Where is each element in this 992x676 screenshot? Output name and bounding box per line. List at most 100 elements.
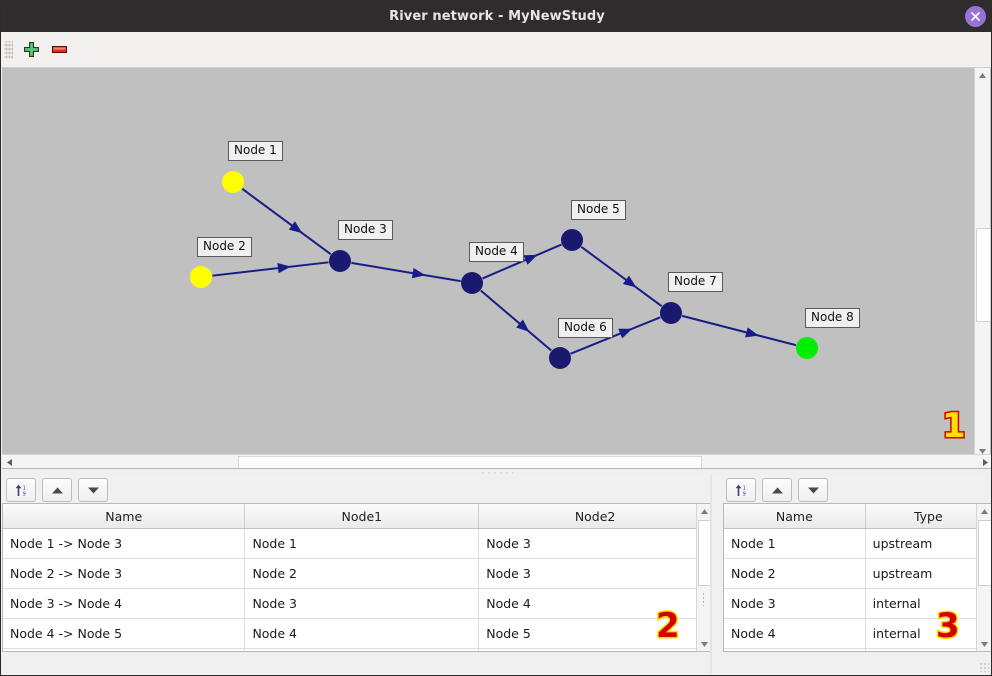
graph-node-label[interactable]: Node 5 [571, 200, 626, 220]
table-cell[interactable]: internal [865, 588, 991, 619]
table-cell[interactable]: Node 2 -> Node 3 [3, 558, 246, 589]
resize-grip-icon[interactable] [979, 662, 989, 672]
main-toolbar [1, 32, 991, 68]
sort-button[interactable]: 1 9 [6, 478, 36, 502]
graph-edge-arrow-icon [745, 327, 759, 338]
table-cell[interactable]: Node 5 [478, 618, 712, 649]
scroll-left-icon[interactable] [2, 455, 16, 470]
table-cell[interactable]: Node 1 -> Node 3 [3, 528, 246, 559]
move-down-button[interactable] [798, 478, 828, 502]
table-cell-empty [244, 648, 480, 651]
graph-node-label[interactable]: Node 8 [805, 308, 860, 328]
graph-node-label[interactable]: Node 4 [469, 242, 524, 262]
nodes-table-scroll-thumb[interactable] [978, 520, 991, 586]
window-title: River network - MyNewStudy [389, 9, 605, 24]
edges-table-scrollbar[interactable] [696, 504, 712, 651]
move-up-button[interactable] [762, 478, 792, 502]
table-cell[interactable]: Node 4 [244, 618, 480, 649]
scroll-down-icon[interactable] [697, 637, 712, 651]
graph-node[interactable] [549, 347, 571, 369]
graph-node[interactable] [796, 337, 818, 359]
graph-edge[interactable] [212, 261, 329, 277]
table-cell[interactable]: Node 2 [724, 558, 866, 589]
scroll-up-icon[interactable] [977, 504, 991, 518]
svg-text:1: 1 [22, 485, 25, 491]
edges-table-scroll-thumb[interactable] [698, 520, 712, 586]
table-filler-row [3, 648, 712, 651]
canvas-horizontal-scrollbar[interactable] [2, 454, 991, 471]
graph-node[interactable] [660, 302, 682, 324]
scroll-right-icon[interactable] [978, 455, 991, 470]
table-cell[interactable]: Node 3 [478, 558, 712, 589]
graph-node-label[interactable]: Node 2 [197, 237, 252, 257]
table-cell[interactable]: Node 4 -> Node 5 [3, 618, 246, 649]
graph-edge[interactable] [480, 289, 552, 352]
graph-node[interactable] [222, 171, 244, 193]
table-filler-row [724, 648, 991, 651]
table-cell[interactable]: Node 3 -> Node 4 [3, 588, 246, 619]
graph-node-label[interactable]: Node 1 [228, 141, 283, 161]
scroll-up-icon[interactable] [697, 504, 712, 518]
pane-vertical-divider[interactable] [710, 475, 712, 675]
column-header-name[interactable]: Name [724, 504, 866, 529]
column-header-node1[interactable]: Node1 [244, 504, 480, 529]
graph-node-label[interactable]: Node 7 [668, 272, 723, 292]
table-cell[interactable]: internal [865, 618, 991, 649]
table-cell[interactable]: Node 1 [244, 528, 480, 559]
table-cell[interactable]: Node 3 [724, 588, 866, 619]
graph-edge[interactable] [241, 188, 332, 255]
graph-edge[interactable] [681, 314, 797, 347]
nodes-table-scrollbar[interactable] [976, 504, 991, 651]
graph-edge[interactable] [570, 316, 661, 355]
table-cell[interactable]: upstream [865, 558, 991, 589]
table-cell[interactable]: Node 2 [244, 558, 480, 589]
scroll-down-icon[interactable] [977, 637, 991, 651]
graph-edge[interactable] [580, 246, 663, 307]
horizontal-splitter[interactable] [2, 468, 991, 477]
table-cell[interactable]: upstream [865, 528, 991, 559]
remove-node-button[interactable] [45, 36, 73, 64]
toolbar-drag-handle[interactable] [4, 40, 13, 59]
sort-button[interactable]: 1 9 [726, 478, 756, 502]
graph-edge-arrow-icon [618, 328, 633, 339]
canvas-vertical-scrollbar[interactable] [974, 68, 991, 458]
column-header-node2[interactable]: Node2 [478, 504, 712, 529]
close-icon[interactable] [965, 6, 986, 27]
graph-node[interactable] [461, 272, 483, 294]
river-network-canvas[interactable]: Node 1 Node 2 Node 3 Node 4 Node 5 Node 6 Node… [2, 68, 991, 458]
graph-edge-arrow-icon [523, 254, 538, 265]
graph-node-label[interactable]: Node 3 [338, 220, 393, 240]
move-up-button[interactable] [42, 478, 72, 502]
column-header-type[interactable]: Type [865, 504, 991, 529]
table-cell[interactable]: Node 3 [244, 588, 480, 619]
graph-node[interactable] [561, 229, 583, 251]
graph-edge-arrow-icon [622, 275, 637, 288]
table-cell[interactable]: Node 1 [724, 528, 866, 559]
graph-node[interactable] [190, 266, 212, 288]
graph-edge[interactable] [351, 261, 461, 283]
canvas-vscroll-thumb[interactable] [976, 228, 991, 322]
add-node-button[interactable] [17, 36, 45, 64]
table-cell[interactable]: Node 4 [724, 618, 866, 649]
table-cell[interactable]: Node 4 [478, 588, 712, 619]
table-cell[interactable]: Node 3 [478, 528, 712, 559]
graph-node-label[interactable]: Node 6 [558, 318, 613, 338]
scroll-up-icon[interactable] [975, 68, 990, 82]
move-down-button[interactable] [78, 478, 108, 502]
graph-node[interactable] [329, 250, 351, 272]
column-header-name[interactable]: Name [3, 504, 246, 529]
